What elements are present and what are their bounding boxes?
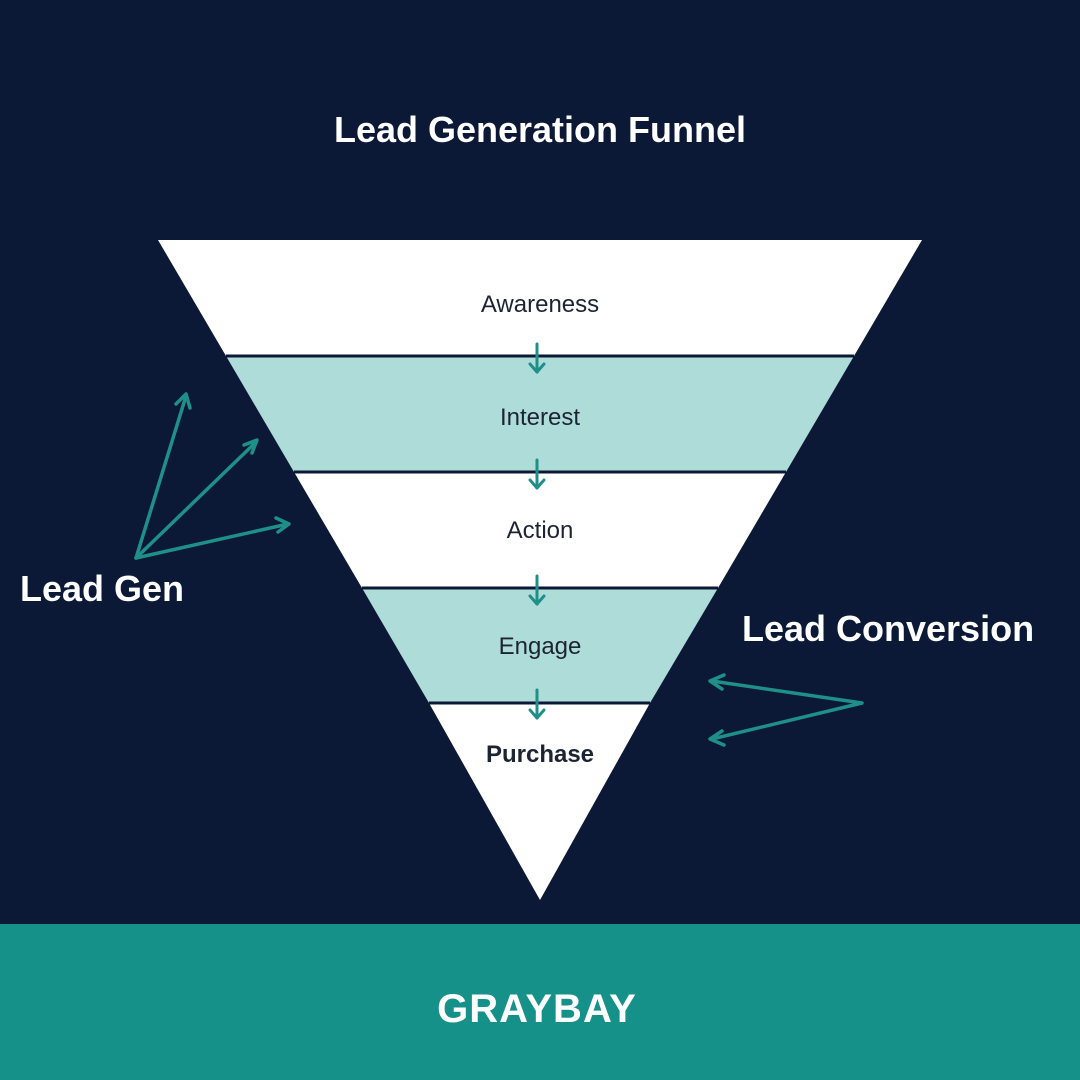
stage-label-awareness: Awareness <box>481 291 599 318</box>
down-arrow-icon <box>528 342 546 374</box>
lead-gen-label: Lead Gen <box>20 568 184 609</box>
stage-label-engage: Engage <box>499 633 582 660</box>
brand-footer: GRAYBAY <box>0 924 1080 1080</box>
stage-flow-arrows <box>528 342 546 720</box>
lead-gen-arrows <box>134 392 291 560</box>
lead-conversion-label: Lead Conversion <box>742 608 1034 649</box>
down-arrow-icon <box>528 688 546 720</box>
funnel-dividers <box>226 354 854 705</box>
lead-conversion-arrows <box>708 673 864 747</box>
down-arrow-icon <box>528 458 546 490</box>
stage-label-purchase: Purchase <box>486 741 594 768</box>
diagram-title: Lead Generation Funnel <box>334 109 746 150</box>
graybay-logo: GRAYBAY <box>437 987 637 1031</box>
stage-labels: Awareness Interest Action Engage Purchas… <box>481 291 599 768</box>
funnel-band-interest <box>226 356 854 472</box>
stage-label-interest: Interest <box>500 404 580 431</box>
funnel-band-action <box>294 472 786 588</box>
funnel-band-engage <box>362 588 718 703</box>
down-arrow-icon <box>528 574 546 606</box>
funnel-band-purchase <box>429 703 650 900</box>
funnel-band-awareness <box>158 240 922 356</box>
stage-label-action: Action <box>507 517 574 544</box>
